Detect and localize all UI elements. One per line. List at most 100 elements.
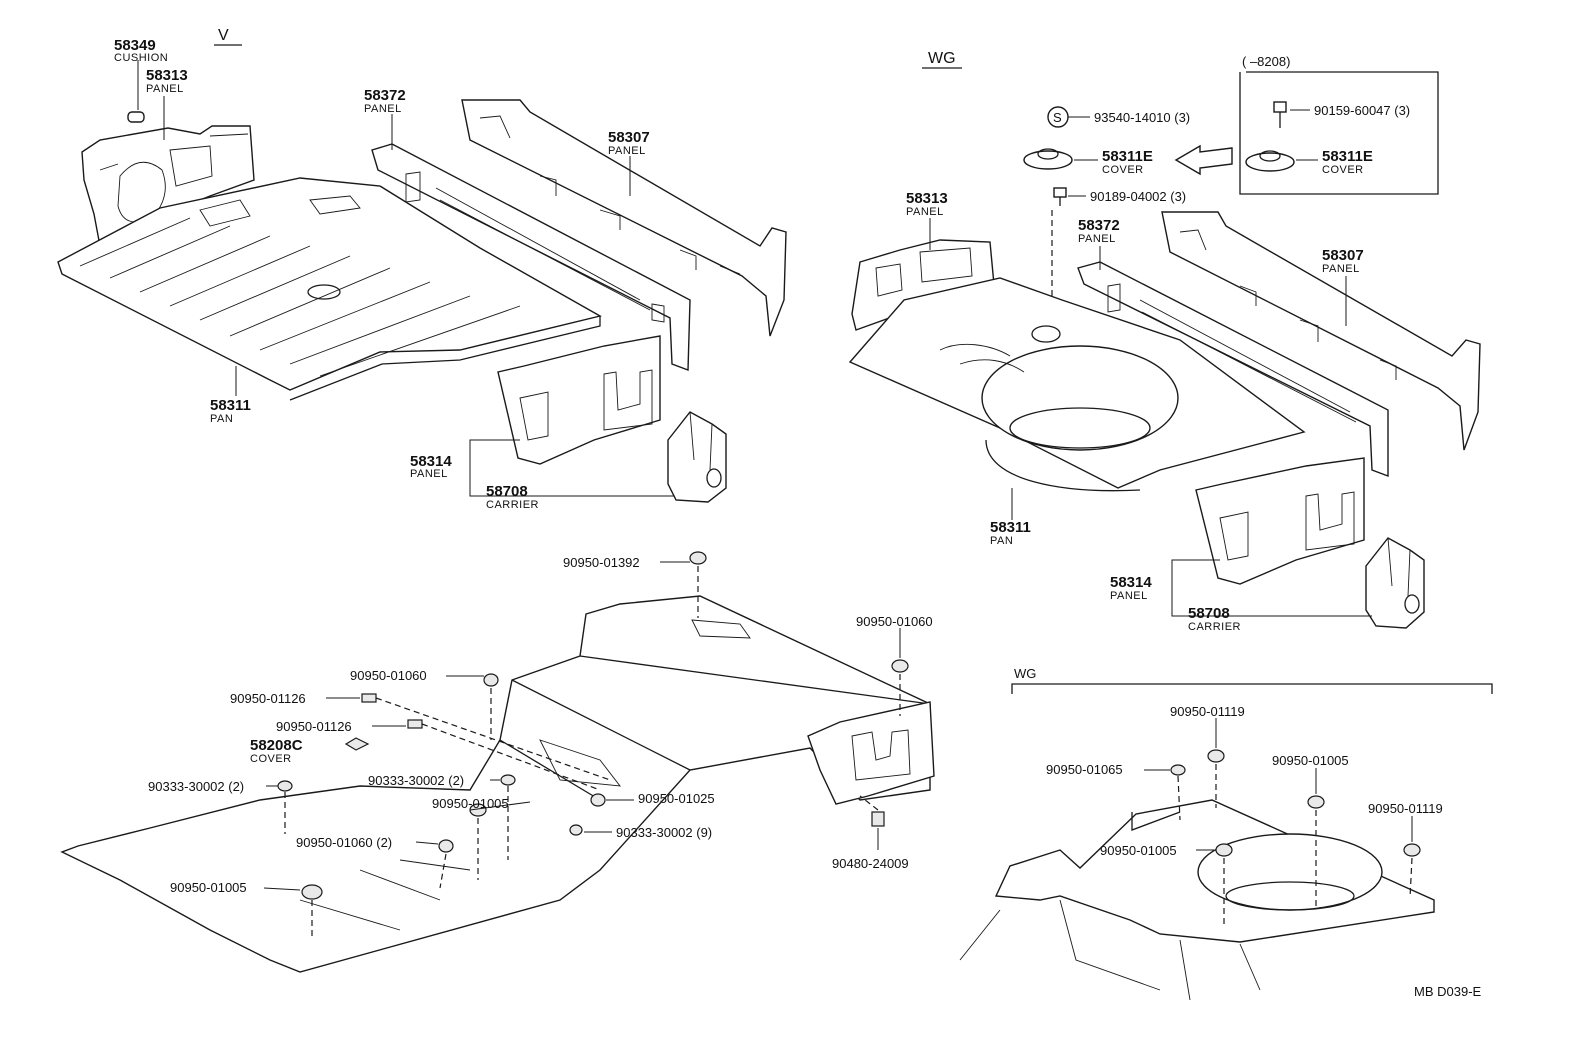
install-lines-bottom-left [284, 566, 901, 940]
label-58307-wg-number: 58307 [1322, 247, 1364, 264]
plug-01060-a-icon [483, 673, 499, 687]
label-58208c-number: 58208C [250, 737, 303, 754]
bolt-90159-drawing [1273, 101, 1287, 128]
plug-30002-c-icon [569, 824, 583, 836]
label-58313-wg-number: 58313 [906, 190, 948, 207]
leader-58314-58708 [469, 439, 674, 497]
plug-01060-b-icon [891, 659, 909, 673]
diagram-code: MB D039-E [1414, 984, 1482, 999]
replacement-arrow [1174, 144, 1233, 176]
panel-58372-wg-drawing [1077, 261, 1389, 478]
label-58311-name: PAN [210, 413, 233, 425]
label-58313-name: PANEL [146, 83, 184, 95]
label-58311-wg-number: 58311 [990, 519, 1031, 536]
wg-bracket [1011, 683, 1493, 694]
plug-01005-b-wg-icon [1215, 843, 1233, 857]
panel-58313-drawing [81, 125, 255, 248]
label-58708-name: CARRIER [486, 499, 539, 511]
carrier-58708-drawing [667, 411, 727, 503]
label-90950-01126-a: 90950-01126 [230, 691, 306, 706]
panel-58313-wg-drawing [851, 239, 997, 331]
group-v-top-left: V [57, 27, 787, 511]
label-90333-30002-b: 90333-30002 (2) [368, 773, 464, 788]
label-58314-wg-number: 58314 [1110, 574, 1152, 591]
label-58311-number: 58311 [210, 397, 251, 414]
range-label: ( –8208) [1242, 54, 1290, 69]
label-58311e-alt-number: 58311E [1322, 148, 1373, 165]
plug-01025-icon [590, 793, 606, 807]
plug-01119-a-icon [1207, 749, 1225, 763]
panel-58314-drawing [497, 335, 661, 465]
label-90333-30002-a: 90333-30002 (2) [148, 779, 244, 794]
screw-marker-label: S [1053, 110, 1062, 125]
label-90950-01005-b-wg: 90950-01005 [1100, 843, 1177, 858]
plug-01065-icon [1170, 764, 1186, 776]
plug-24009-icon [871, 811, 885, 827]
label-58372-wg-name: PANEL [1078, 233, 1116, 245]
install-lines-wg [1177, 764, 1413, 928]
label-58708-number: 58708 [486, 483, 528, 500]
bolt-01126-b-icon [407, 719, 423, 729]
label-58314-number: 58314 [410, 453, 452, 470]
label-58708-wg-number: 58708 [1188, 605, 1230, 622]
group-bottom-left: 90950-01392 90950-01060 90950-01060 9095… [60, 551, 935, 973]
label-58307-name: PANEL [608, 145, 646, 157]
label-58314-name: PANEL [410, 468, 448, 480]
label-90950-01119-b: 90950-01119 [1368, 801, 1443, 816]
plug-01119-b-icon [1403, 843, 1421, 857]
plug-01005-a-wg-icon [1307, 795, 1325, 809]
variant-label-wg-top: WG [928, 50, 956, 67]
plug-30002-a-icon [277, 780, 293, 792]
label-90189: 90189-04002 (3) [1090, 189, 1186, 204]
leader-58314-58708-wg [1171, 559, 1372, 617]
panel-58314-wg-drawing [1195, 457, 1365, 585]
cover-58208c-icon [344, 737, 370, 751]
group-wg-bottom-right: WG 909 [959, 666, 1493, 1001]
label-90950-01060-b: 90950-01060 [856, 614, 933, 629]
leaders-bottom-left [263, 561, 901, 891]
label-90950-01065: 90950-01065 [1046, 762, 1123, 777]
label-90333-30002-c: 90333-30002 (9) [616, 825, 712, 840]
label-90950-01126-b: 90950-01126 [276, 719, 352, 734]
label-90950-01025: 90950-01025 [638, 791, 715, 806]
plug-01005-b-icon [301, 884, 323, 900]
carrier-58708-wg-drawing [1365, 537, 1425, 629]
label-58313-wg-name: PANEL [906, 206, 944, 218]
floor-wg-drawing [959, 799, 1435, 1001]
label-58311-wg-name: PAN [990, 535, 1013, 547]
bolt-01126-a-icon [361, 693, 377, 703]
pan-58311-wg-drawing [848, 277, 1306, 492]
panel-58372-drawing [371, 143, 691, 371]
label-90950-01060-c: 90950-01060 (2) [296, 835, 392, 850]
label-93540: 93540-14010 (3) [1094, 110, 1190, 125]
label-90950-01005-a-wg: 90950-01005 [1272, 753, 1349, 768]
label-58372-number: 58372 [364, 87, 406, 104]
label-90950-01060-a: 90950-01060 [350, 668, 427, 683]
label-90950-01005-b: 90950-01005 [170, 880, 247, 895]
label-58372-name: PANEL [364, 103, 402, 115]
label-58349-number: 58349 [114, 37, 156, 54]
label-90950-01392: 90950-01392 [563, 555, 640, 570]
label-58314-wg-name: PANEL [1110, 590, 1148, 602]
label-58307-wg-name: PANEL [1322, 263, 1360, 275]
plugs-wg [1170, 749, 1421, 857]
label-90950-01005-a: 90950-01005 [432, 796, 509, 811]
pan-58311-drawing [57, 177, 602, 401]
cover-58311e-alt-drawing [1245, 150, 1295, 172]
variant-label-v: V [218, 27, 229, 44]
label-90480-24009: 90480-24009 [832, 856, 909, 871]
label-58708-wg-name: CARRIER [1188, 621, 1241, 633]
label-58311e-alt-name: COVER [1322, 164, 1364, 176]
label-58307-number: 58307 [608, 129, 650, 146]
plug-01060-c-icon [438, 839, 454, 853]
label-58349-name: CUSHION [114, 52, 168, 64]
cover-58311e-drawing [1023, 148, 1073, 170]
label-90159: 90159-60047 (3) [1314, 103, 1410, 118]
label-58372-wg-number: 58372 [1078, 217, 1120, 234]
panel-58307-wg-drawing [1161, 211, 1481, 451]
variant-label-wg-bottom: WG [1014, 666, 1036, 681]
label-58208c-name: COVER [250, 753, 292, 765]
panel-58307-drawing [461, 99, 787, 337]
label-58311e-number: 58311E [1102, 148, 1153, 165]
